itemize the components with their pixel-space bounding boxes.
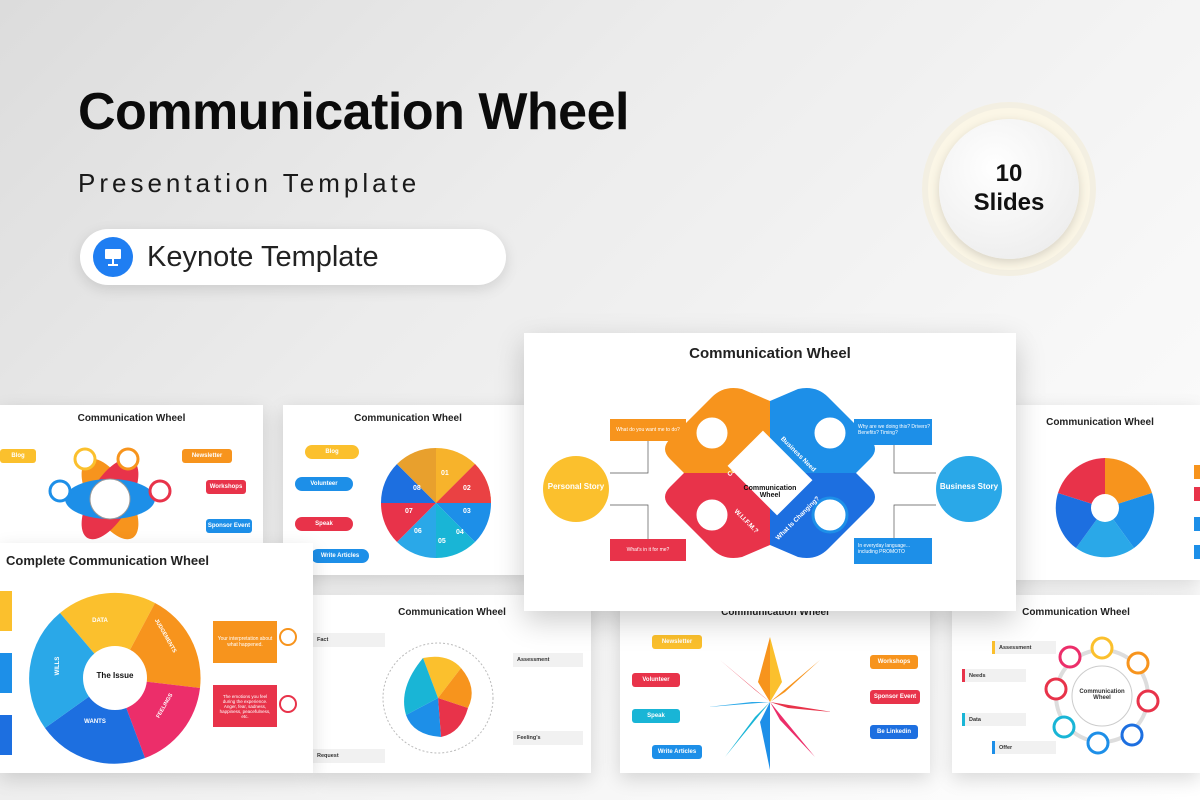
gear-segment-label: WANTS	[84, 719, 106, 725]
question-text: What do you want me to do?	[616, 427, 680, 433]
slide-title: Communication Wheel	[1046, 417, 1154, 428]
center-label: Communication Wheel	[743, 485, 797, 499]
tag: Newsletter	[652, 635, 702, 649]
slide-title: Communication Wheel	[1022, 607, 1130, 618]
gear-segment-label: DATA	[92, 618, 108, 624]
label-box: Feeling's	[513, 731, 583, 745]
slide-title: Complete Communication Wheel	[6, 553, 209, 568]
flower-graphic	[48, 447, 172, 540]
gear-graphic	[29, 592, 201, 764]
tag: Write Articles	[311, 549, 369, 563]
wheel-number: 03	[463, 508, 471, 515]
tag: Volunteer	[295, 477, 353, 491]
ring-graphic	[1055, 458, 1155, 558]
wheel-number: 05	[438, 538, 446, 545]
keynote-pill: Keynote Template	[80, 229, 506, 285]
tag: Workshops	[870, 655, 918, 669]
ring-of-circles-graphic	[1044, 636, 1160, 755]
label-box: Assessment	[513, 653, 583, 667]
slide-title: Communication Wheel	[689, 345, 851, 362]
personal-story-label: Personal Story	[547, 482, 605, 491]
keynote-icon	[93, 237, 133, 277]
text-card-text: Your interpretation about what happened.	[217, 636, 273, 648]
tag: Write Articles	[652, 745, 702, 759]
tag: Blog	[0, 449, 36, 463]
label-box: Fact	[313, 633, 385, 647]
tag: Volunteer	[632, 673, 680, 687]
question-text: Why are we doing this? Drivers? Benefits…	[858, 424, 930, 436]
tag: Sponsor Event	[870, 690, 920, 704]
wheel-number: 01	[441, 470, 449, 477]
gear-center-label: The Issue	[96, 671, 134, 680]
slide-thumb-2: Communication Wheel Blog Volunteer Speak…	[283, 405, 533, 575]
tag: Blog	[305, 445, 359, 459]
slide-thumb-6: Communication Wheel Newsletter Volunteer…	[620, 595, 930, 773]
wheel-number: 06	[414, 528, 422, 535]
badge-count: 10	[995, 160, 1023, 188]
question-text: What's in it for me?	[626, 547, 670, 553]
tag: Be Linkedin	[870, 725, 918, 739]
slide-title: Communication Wheel	[77, 413, 186, 424]
label-box: Request	[313, 749, 385, 763]
slide-title: Communication Wheel	[354, 413, 462, 424]
tag: Workshops	[206, 480, 246, 494]
slide-thumb-5: Communication Wheel Fact Request Assessm…	[313, 595, 591, 773]
label-box: Data	[962, 713, 1026, 726]
tag: Speak	[632, 709, 680, 723]
main-slide: Communication Wheel Communication Wheel …	[524, 333, 1016, 611]
business-story-label: Business Story	[939, 482, 999, 491]
tag: Newsletter	[182, 449, 232, 463]
slide-title: Communication Wheel	[721, 607, 829, 618]
label-box: Offer	[992, 741, 1056, 754]
label-box: Assessment	[992, 641, 1056, 654]
tag: Sponsor Event	[206, 519, 252, 533]
page-title: Communication Wheel	[78, 83, 629, 141]
wheel-number: 08	[413, 485, 421, 492]
diamond-wheel-graphic	[543, 388, 1002, 564]
slide-title: Communication Wheel	[398, 607, 506, 618]
wheel-number: 02	[463, 485, 471, 492]
wheel-number: 04	[456, 529, 464, 536]
tag: Speak	[295, 517, 353, 531]
text-card-text: The emotions you feel during the experie…	[219, 693, 271, 719]
label-box: Needs	[962, 669, 1026, 682]
keynote-label: Keynote Template	[147, 240, 379, 273]
slide-thumb-1: Communication Wheel Blog Newsletter Work…	[0, 405, 263, 545]
text-card: The emotions you feel during the experie…	[213, 685, 277, 727]
wheel-number: 07	[405, 508, 413, 515]
slide-thumb-3: Communication Wheel	[1000, 405, 1200, 580]
slide-thumb-4: Complete Communication Wheel The Issue D…	[0, 543, 313, 773]
text-card: Your interpretation about what happened.	[213, 621, 277, 663]
slide-count-badge: 10 Slides	[928, 108, 1090, 270]
gear-segment-label: WILLS	[55, 656, 61, 676]
question-text: In everyday language... including PROMOT…	[858, 543, 910, 555]
center-label: Communication Wheel	[1079, 689, 1125, 701]
wheel-graphic: 01 02 03 04 05 06 07 08	[380, 447, 492, 559]
pinwheel-graphic	[382, 642, 494, 754]
slide-thumb-7: Communication Wheel Assessment Needs Dat…	[952, 595, 1200, 773]
page-subtitle: Presentation Template	[78, 168, 421, 198]
badge-unit: Slides	[973, 189, 1045, 216]
star-graphic	[710, 637, 830, 770]
